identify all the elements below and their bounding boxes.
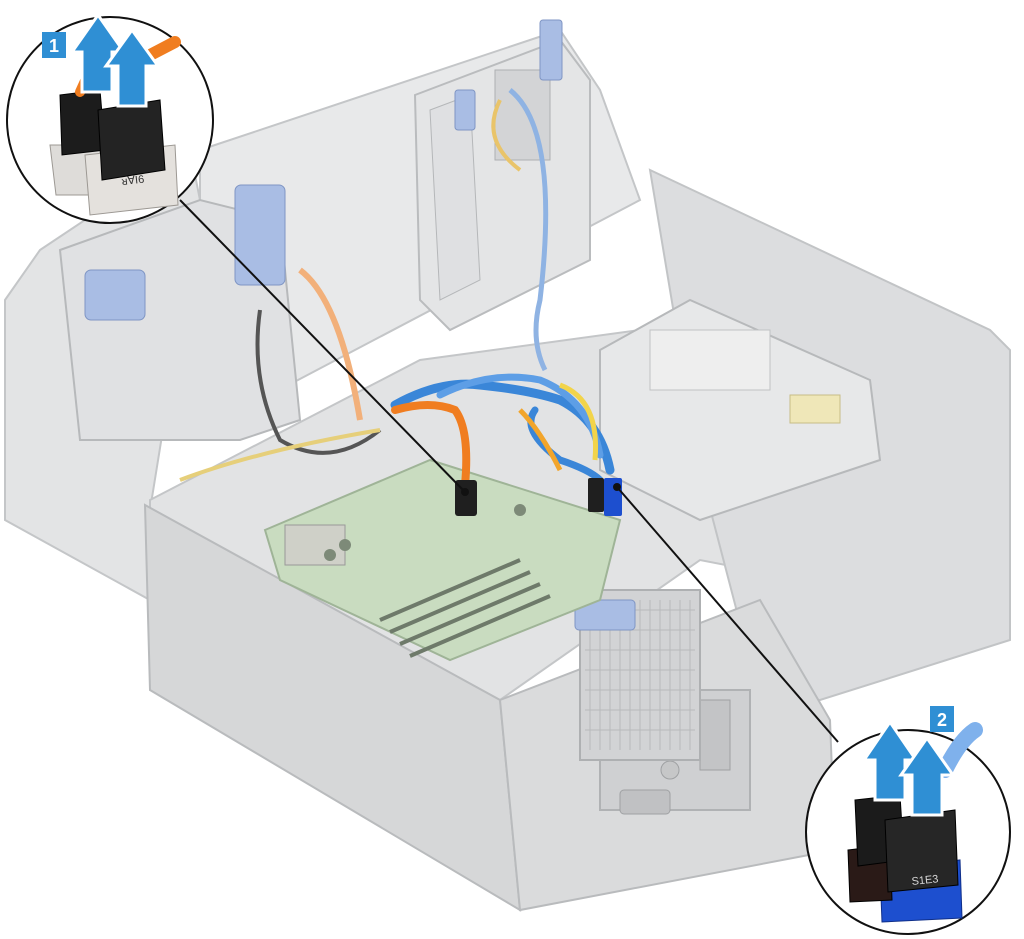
step-badge-1-label: 1 (49, 36, 59, 56)
capacitor-3 (514, 504, 526, 516)
connector-marking: S1E3 (911, 873, 939, 888)
leader-line-1 (179, 199, 466, 493)
optical-drive-bay (58, 184, 382, 482)
callout-2: 2 S1E3 (805, 706, 1011, 935)
orange-sata-cable (391, 401, 471, 489)
step-badge-2-label: 2 (937, 710, 947, 730)
leader-line-2 (616, 486, 839, 743)
leader-dot-1 (461, 488, 469, 496)
serial-port (619, 789, 671, 815)
psu-label (649, 329, 771, 391)
ps2-port-2 (660, 760, 680, 780)
step-badge-1 (42, 32, 66, 58)
yellow-cable (559, 382, 599, 461)
heatsink (284, 524, 346, 566)
callout-1: 1 ᴚ∀I6 (6, 12, 214, 224)
up-arrow-icon (898, 735, 956, 817)
drive-latch-top (539, 19, 563, 81)
sata-connector-orange (455, 480, 477, 516)
computer-chassis (4, 19, 1011, 912)
motherboard (263, 458, 622, 662)
power-supply (599, 298, 882, 522)
usb-ports (699, 699, 731, 771)
orange-sata-cable-run (298, 267, 363, 421)
sata-connector-black (588, 478, 604, 512)
amber-cable (518, 408, 563, 472)
memory-slots (379, 558, 551, 658)
sata-connector-blue (604, 478, 622, 516)
drive-data-cable (508, 88, 549, 372)
psu-warning-sticker (789, 394, 841, 424)
up-arrow-icon (861, 719, 919, 802)
drive-release-latch (234, 184, 286, 286)
black-cable (255, 309, 382, 455)
drive-latch-left (454, 89, 476, 131)
up-arrow-icon (69, 12, 127, 94)
leader-dot-2 (613, 483, 621, 491)
optical-latch (84, 269, 146, 321)
drive-power-cable (491, 99, 522, 172)
drive-cage (413, 19, 591, 372)
fan-latch (574, 599, 636, 631)
step-badge-2 (930, 706, 954, 732)
up-arrow-icon (103, 27, 161, 108)
socket-marking: ᴚ∀I6 (121, 174, 145, 188)
yellow-power-cable (179, 428, 381, 482)
capacitor (324, 549, 336, 561)
capacitor-2 (339, 539, 351, 551)
